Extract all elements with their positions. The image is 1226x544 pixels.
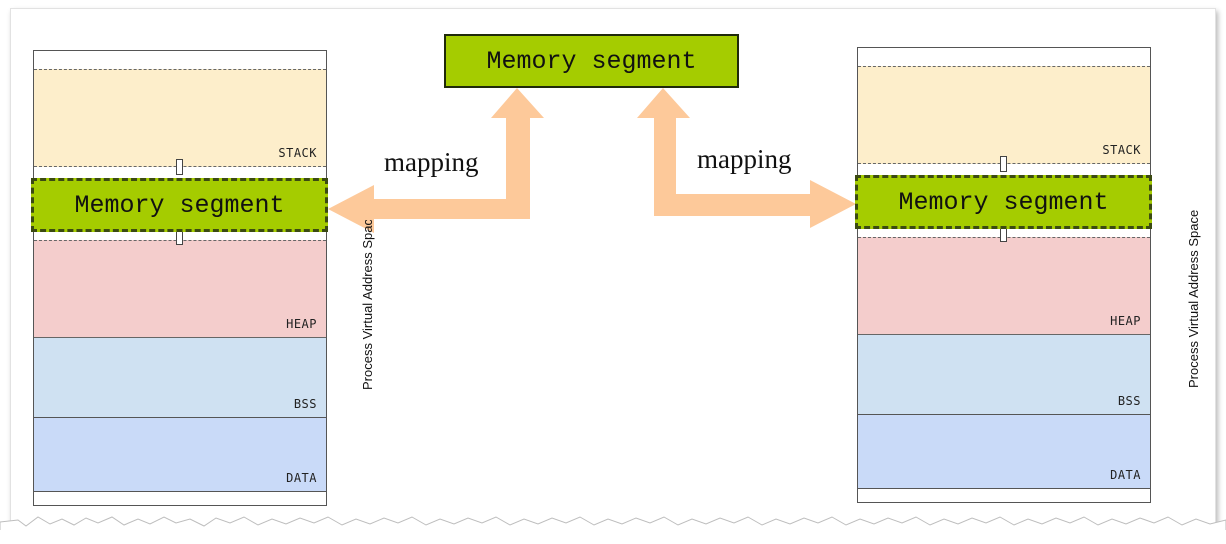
left-mapping-arrow — [328, 88, 544, 233]
right-stack-label: STACK — [1102, 143, 1141, 157]
right-mapping-arrow — [637, 88, 856, 228]
right-stack-growth-marker — [1000, 156, 1007, 172]
right-heap-segment: HEAP — [858, 237, 1150, 335]
left-stack-label: STACK — [278, 146, 317, 160]
left-data-segment: DATA — [34, 418, 326, 492]
center-memory-segment: Memory segment — [444, 34, 739, 88]
right-address-space: STACK HEAP BSS DATA — [857, 47, 1151, 503]
left-bss-segment: BSS — [34, 338, 326, 418]
right-axis-label: Process Virtual Address Space — [1186, 209, 1201, 388]
left-data-label: DATA — [286, 471, 317, 485]
left-stack-growth-marker — [176, 159, 183, 175]
torn-edge — [0, 516, 1226, 544]
right-memory-segment-label: Memory segment — [898, 187, 1109, 217]
right-stack-segment: STACK — [858, 66, 1150, 164]
left-memory-segment: Memory segment — [31, 178, 328, 232]
left-stack-segment: STACK — [34, 69, 326, 167]
right-bss-label: BSS — [1117, 394, 1141, 408]
left-bss-label: BSS — [293, 397, 317, 411]
left-axis-label: Process Virtual Address Space — [360, 220, 375, 390]
center-memory-segment-label: Memory segment — [486, 46, 697, 76]
right-heap-label: HEAP — [1110, 314, 1141, 328]
left-address-space: STACK HEAP BSS DATA — [33, 50, 327, 506]
left-heap-segment: HEAP — [34, 240, 326, 338]
right-data-label: DATA — [1110, 468, 1141, 482]
left-memory-segment-label: Memory segment — [74, 190, 285, 220]
left-heap-label: HEAP — [286, 317, 317, 331]
right-data-segment: DATA — [858, 415, 1150, 489]
right-bss-segment: BSS — [858, 335, 1150, 415]
right-mapping-label: mapping — [697, 144, 792, 174]
left-mapping-label: mapping — [384, 147, 479, 177]
right-memory-segment: Memory segment — [855, 175, 1152, 229]
